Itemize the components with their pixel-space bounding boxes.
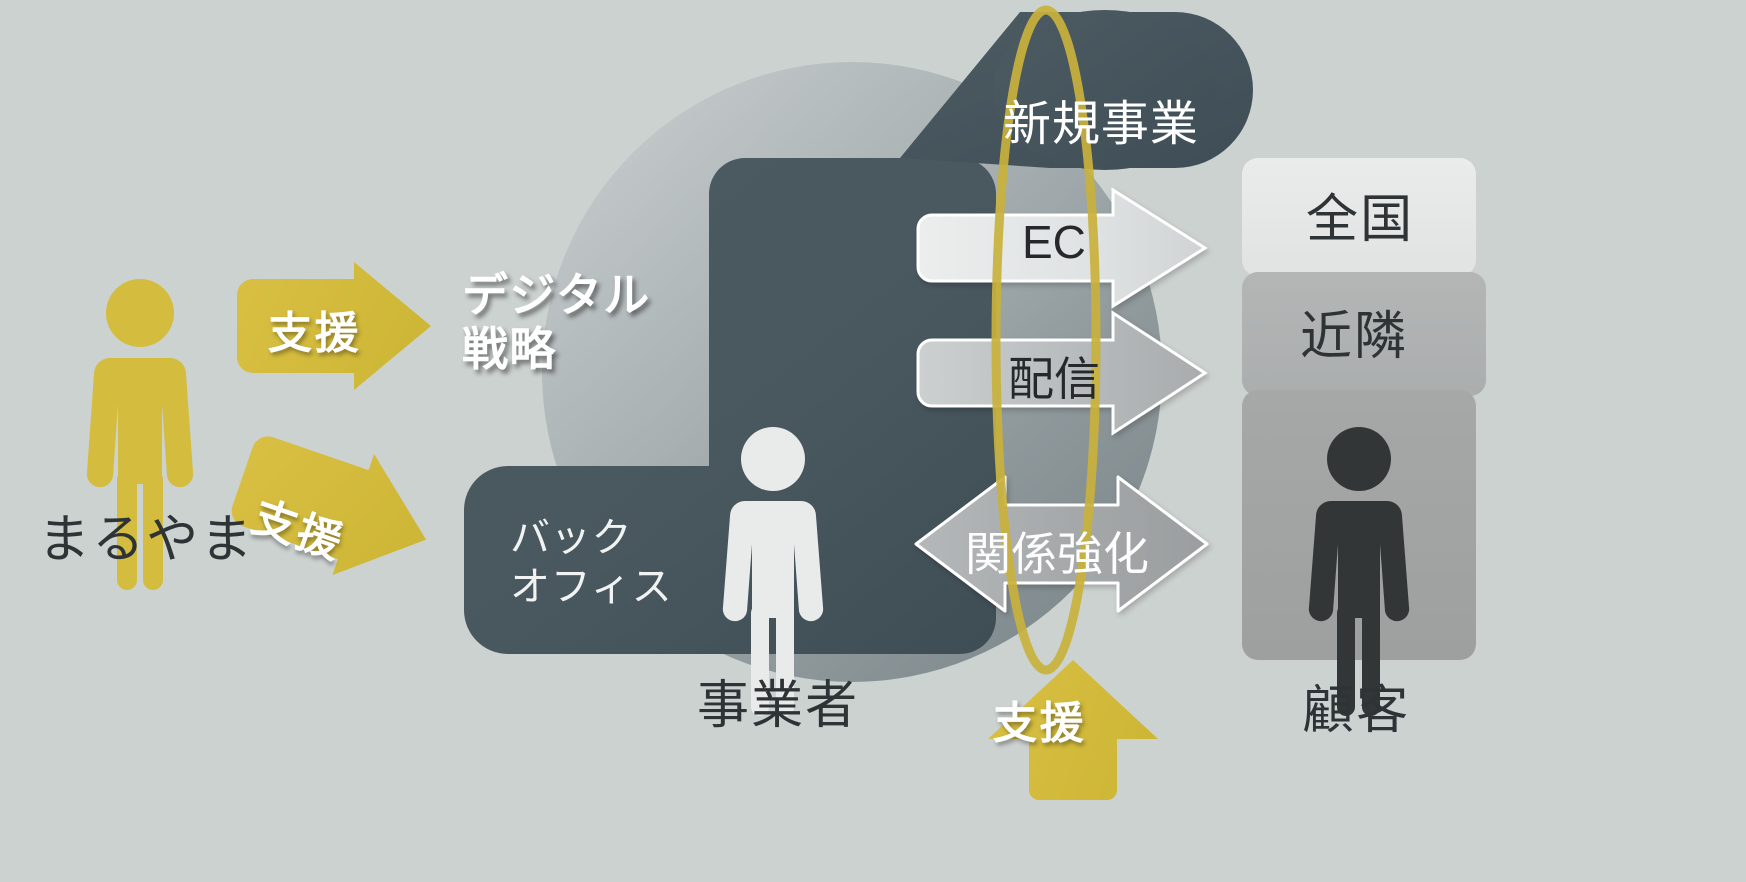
customer-card-label-zenkoku: 全国 [1306, 191, 1415, 249]
person-icon-maruyama [86, 279, 194, 590]
support-arrow-1-label: 支援 [268, 309, 362, 358]
digital-strategy-label: デジタル 戦略 [462, 268, 651, 377]
customer-card-label-kinrin: 近隣 [1300, 308, 1409, 366]
person-icon-kokyaku [1308, 427, 1410, 716]
back-office-line1: バック [510, 516, 633, 560]
jigyosha-label: 事業者 [697, 677, 860, 735]
support-arrow-2[interactable] [222, 416, 447, 600]
channel-arrow-kankei[interactable] [914, 475, 1209, 613]
support-arrow-3[interactable] [988, 660, 1158, 800]
support-arrow-3-label: 支援 [993, 699, 1087, 748]
customer-group-label: 顧客 [1302, 682, 1411, 740]
channel-label-ec: EC [1022, 216, 1086, 268]
new-business-label: 新規事業 [1003, 98, 1199, 151]
customer-card-zenkoku[interactable] [1242, 158, 1476, 276]
channel-arrow-haishin[interactable] [916, 310, 1208, 436]
channel-label-kankei: 関係強化 [965, 528, 1149, 580]
maruyama-label: まるやま [38, 511, 255, 569]
back-office-label: バック オフィス [510, 514, 672, 612]
digital-strategy-line1: デジタル [462, 269, 651, 321]
person-icon-jigyosha [722, 427, 824, 716]
back-office-line2: オフィス [510, 564, 673, 609]
digital-strategy-line2: 戦略 [462, 323, 557, 376]
ellipse-outline-icon [991, 5, 1101, 675]
channel-label-haishin: 配信 [1008, 353, 1100, 405]
customer-card-kinrin[interactable] [1242, 272, 1486, 396]
rounded-j-shape [464, 158, 996, 654]
support-arrow-1[interactable] [237, 262, 431, 390]
channel-arrow-ec[interactable] [916, 187, 1208, 309]
